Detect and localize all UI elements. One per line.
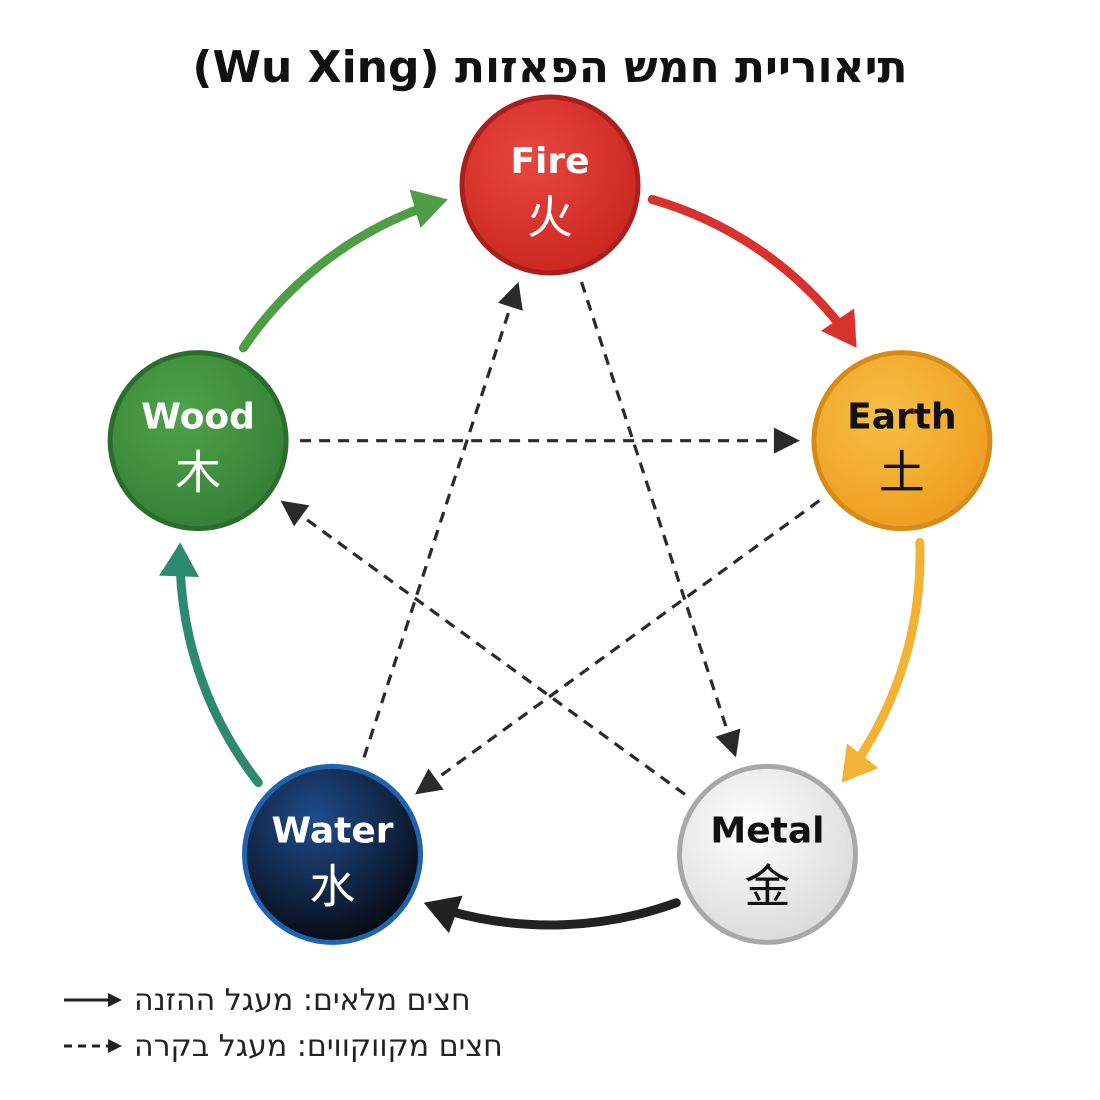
node-fire-circle (459, 94, 641, 276)
node-water: Water 水 (242, 763, 424, 945)
arrow-shaft-wood-to-fire (238, 203, 427, 353)
arrow-metal-to-water (423, 895, 681, 934)
node-metal-name: Metal (710, 810, 824, 851)
dashed-arrow-earth-to-water (415, 499, 821, 795)
dashed-arrow-fire-to-metal (579, 281, 741, 758)
node-metal-glyph: 金 (744, 859, 790, 913)
node-wood-circle (107, 350, 289, 532)
page-title: תיאוריית חמש הפאזות (Wu Xing) (192, 42, 908, 93)
solid-arrow-icon (64, 993, 122, 1007)
arrow-wood-to-fire (238, 189, 448, 353)
arrow-shaft-earth-to-metal (853, 537, 925, 766)
node-water-glyph: 水 (310, 859, 356, 913)
legend-solid-label: חצים מלאים: מעגל ההזנה (134, 982, 471, 1018)
arrow-shaft-water-to-wood (175, 565, 263, 788)
node-fire-glyph: 火 (527, 190, 573, 244)
node-wood: Wood 木 (107, 350, 289, 532)
dashed-arrowhead-water-to-fire (498, 282, 523, 311)
arrow-shaft-metal-to-water (445, 898, 681, 930)
node-earth-name: Earth (847, 397, 956, 438)
arrow-water-to-wood (159, 542, 263, 788)
node-wood-glyph: 木 (175, 446, 221, 500)
node-fire: Fire 火 (459, 94, 641, 276)
node-earth-glyph: 土 (879, 446, 925, 500)
arrowhead-fire-to-earth (820, 308, 857, 348)
dashed-arrow-metal-to-wood (280, 500, 686, 796)
node-water-circle (242, 763, 424, 945)
dashed-arrow-wood-to-earth (300, 427, 800, 454)
node-earth: Earth 土 (811, 350, 993, 532)
dashed-arrowhead-metal-to-wood (280, 500, 310, 527)
arrowhead-wood-to-fire (409, 189, 448, 229)
node-earth-circle (811, 350, 993, 532)
node-metal-circle (676, 763, 858, 945)
dashed-arrow-icon (64, 1039, 122, 1053)
arrow-shaft-fire-to-earth (647, 194, 846, 331)
node-water-name: Water (271, 810, 393, 851)
arrow-fire-to-earth (647, 194, 857, 348)
node-metal: Metal 金 (676, 763, 858, 945)
legend-controlling-cycle: חצים מקווקווים: מעגל בקרה (62, 1026, 503, 1066)
dashed-shaft-earth-to-water (431, 499, 821, 783)
arrowhead-earth-to-metal (841, 743, 879, 783)
node-wood-name: Wood (141, 397, 255, 438)
dashed-shaft-fire-to-metal (579, 281, 731, 737)
arrowhead-water-to-wood (159, 542, 200, 578)
dashed-arrowhead-wood-to-earth (773, 427, 800, 454)
dashed-arrow-water-to-fire (362, 282, 523, 758)
arrowhead-metal-to-water (423, 895, 463, 934)
dashed-arrowhead-earth-to-water (415, 768, 444, 795)
legend-dashed-label: חצים מקווקווים: מעגל בקרה (134, 1028, 503, 1064)
dashed-arrowhead-fire-to-metal (715, 728, 741, 758)
dashed-shaft-water-to-fire (362, 302, 514, 758)
arrow-earth-to-metal (841, 537, 925, 783)
legend-generating-cycle: חצים מלאים: מעגל ההזנה (62, 980, 471, 1020)
dashed-shaft-metal-to-wood (297, 512, 686, 796)
node-fire-name: Fire (510, 141, 589, 182)
